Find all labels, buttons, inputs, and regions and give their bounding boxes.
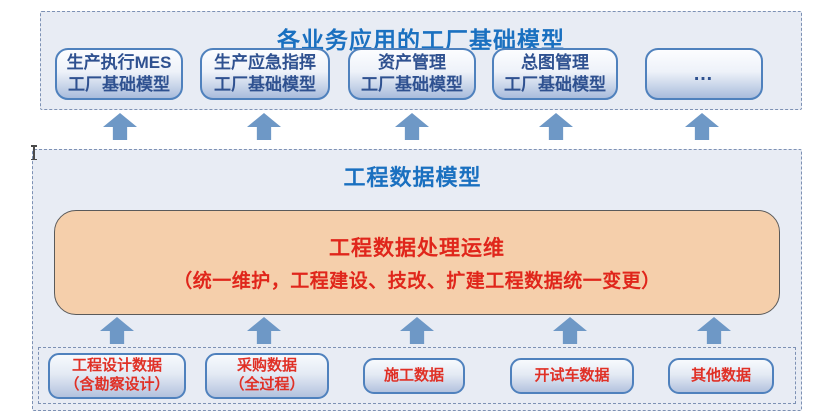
node-label-line2: 工厂基础模型 <box>68 75 170 94</box>
node-label-line2: 工厂基础模型 <box>504 75 606 94</box>
mid-panel-title: 工程数据模型 <box>343 165 482 190</box>
node-label-line1: 生产应急指挥 <box>214 52 316 72</box>
node-asset-management-plant-model: 资产管理 工厂基础模型 <box>348 48 476 100</box>
text-cursor-artifact <box>31 145 37 160</box>
data-node-construction: 施工数据 <box>363 358 465 394</box>
node-label-line1: 资产管理 <box>378 52 446 72</box>
data-node-commissioning: 开试车数据 <box>510 358 634 394</box>
data-node-line1: 工程设计数据 <box>71 357 162 375</box>
up-arrow-icon <box>395 113 429 140</box>
data-node-line2: （含勘察设计） <box>64 376 170 393</box>
node-label-line2: 工厂基础模型 <box>214 75 316 94</box>
process-ops-box: 工程数据处理运维 （统一维护，工程建设、技改、扩建工程数据统一变更） <box>54 210 780 315</box>
node-label-line2: 工厂基础模型 <box>361 75 463 94</box>
process-ops-title: 工程数据处理运维 <box>329 237 505 260</box>
data-node-procurement: 采购数据 （全过程） <box>205 353 329 399</box>
data-node-line1: 施工数据 <box>383 366 444 384</box>
data-node-other: 其他数据 <box>668 358 774 394</box>
data-node-line1: 开试车数据 <box>534 366 610 384</box>
up-arrow-icon <box>247 113 281 140</box>
process-ops-subtitle: （统一维护，工程建设、技改、扩建工程数据统一变更） <box>173 271 661 292</box>
node-label-line1: 生产执行MES <box>66 52 172 72</box>
data-node-engineering-design: 工程设计数据 （含勘察设计） <box>48 353 186 399</box>
up-arrow-icon <box>103 113 137 140</box>
node-label-line1: … <box>693 63 715 85</box>
data-node-line1: 采购数据 <box>236 357 297 375</box>
data-node-line2: （全过程） <box>229 376 305 393</box>
up-arrow-icon <box>685 113 719 140</box>
node-emergency-command-plant-model: 生产应急指挥 工厂基础模型 <box>200 48 330 100</box>
node-master-plan-plant-model: 总图管理 工厂基础模型 <box>492 48 618 100</box>
node-label-line1: 总图管理 <box>521 52 589 72</box>
source-data-panel <box>38 347 796 404</box>
up-arrow-icon <box>539 113 573 140</box>
data-node-line1: 其他数据 <box>690 366 751 384</box>
node-mes-plant-model: 生产执行MES 工厂基础模型 <box>55 48 183 100</box>
node-ellipsis: … <box>645 48 763 100</box>
